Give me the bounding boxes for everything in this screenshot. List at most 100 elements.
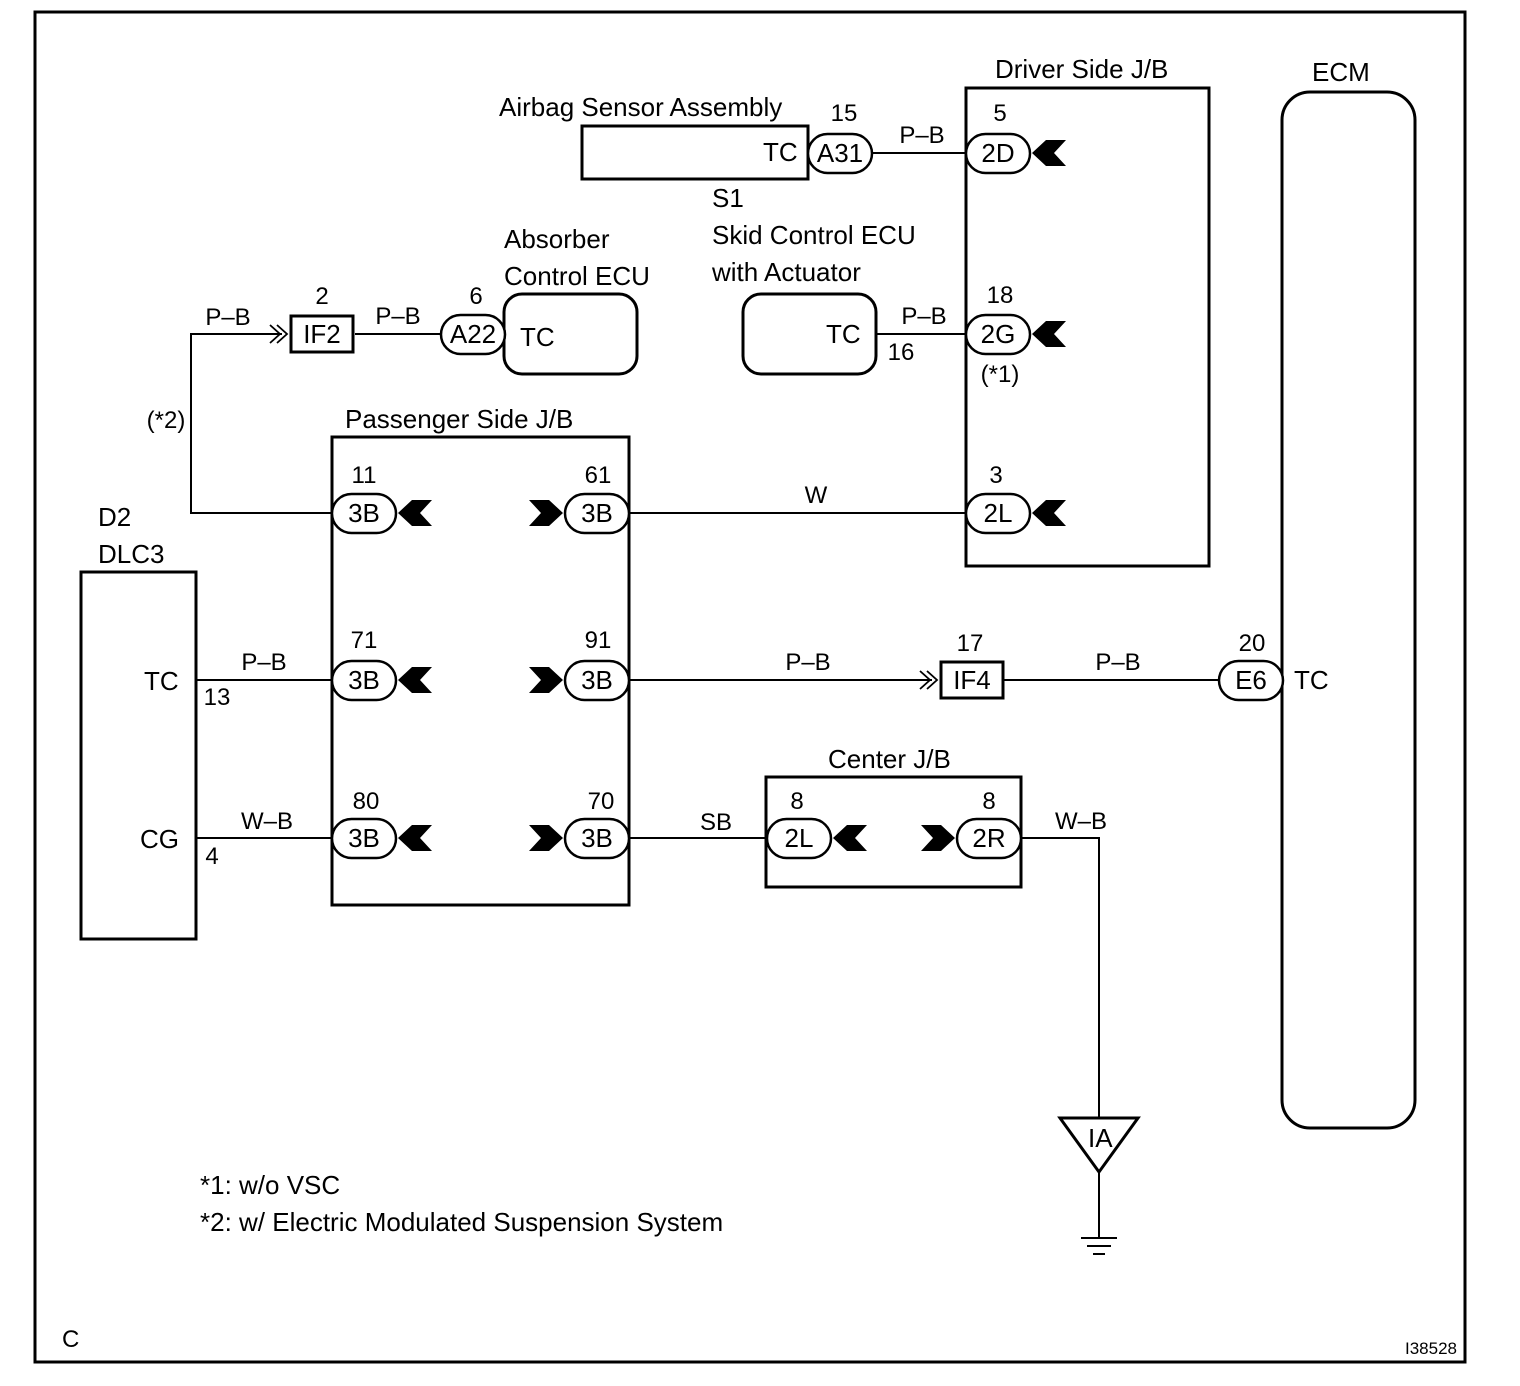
connector-code: 3B: [581, 665, 613, 695]
dlc3-id: D2: [98, 502, 131, 532]
driver-jb-name: Driver Side J/B: [995, 54, 1168, 84]
pin-number: 8: [790, 788, 803, 815]
jb-arrow: [833, 825, 867, 851]
skid-ecu-id: S1: [712, 183, 744, 213]
footnote-2: *2: w/ Electric Modulated Suspension Sys…: [200, 1207, 723, 1237]
pin-number: 11: [352, 462, 377, 489]
footnote-1: *1: w/o VSC: [200, 1170, 340, 1200]
dlc3-box: [79, 570, 198, 941]
connector-if4: [939, 660, 1005, 700]
wire-color-label: P–B: [901, 303, 946, 330]
connector-code: 3B: [581, 498, 613, 528]
inline-chevron-if2: [269, 324, 289, 344]
connector-code: 3B: [348, 498, 380, 528]
connector-2l-driver: [964, 492, 1032, 535]
center-jb-name: Center J/B: [828, 744, 951, 774]
connector-code: A31: [817, 138, 863, 168]
connector-2r-center: [955, 817, 1023, 860]
wire-color-label: P–B: [241, 649, 286, 676]
connector-2d: [964, 132, 1032, 175]
connector-code: 2R: [972, 823, 1005, 853]
jb-arrow: [529, 825, 563, 851]
wire-branch-note: (*2): [147, 407, 186, 434]
connector-3b-91: [563, 659, 631, 702]
connector-code: 3B: [348, 665, 380, 695]
pin-number: 13: [204, 684, 231, 711]
passenger-jb-name: Passenger Side J/B: [345, 404, 573, 434]
connector-code: 3B: [348, 823, 380, 853]
connector-3b-71: [330, 659, 398, 702]
skid-ecu-box: [741, 292, 878, 376]
connector-a22: [439, 313, 507, 356]
jb-arrow: [1032, 321, 1066, 347]
connector-code: 2L: [785, 823, 814, 853]
ecm-box: [1280, 90, 1417, 1130]
wire-color-label: P–B: [375, 303, 420, 330]
connector-3b-61: [563, 492, 631, 535]
connector-code: IF4: [953, 665, 991, 695]
wire-color-label: P–B: [205, 304, 250, 331]
pin-number: 17: [957, 630, 984, 657]
jb-arrow: [529, 500, 563, 526]
pin-number: 61: [585, 462, 612, 489]
corner-letter: C: [62, 1326, 79, 1353]
connector-3b-70: [563, 817, 631, 860]
connector-3b-11: [330, 492, 398, 535]
wire-color-label: P–B: [1095, 649, 1140, 676]
airbag-sensor-terminal: TC: [763, 137, 798, 167]
pin-number: 91: [585, 627, 612, 654]
inline-chevron-if4: [919, 670, 939, 690]
dlc3-terminal-cg: CG: [140, 824, 179, 854]
jb-arrow: [529, 667, 563, 693]
connector-2g: [964, 313, 1032, 356]
ground-icon: [1081, 1237, 1117, 1255]
connector-3b-80: [330, 817, 398, 860]
ecm-name: ECM: [1312, 57, 1370, 87]
connector-note: (*1): [981, 361, 1020, 388]
absorber-ecu-name-2: Control ECU: [504, 261, 650, 291]
dlc3-terminal-tc: TC: [144, 666, 179, 696]
connector-code: 2G: [981, 319, 1016, 349]
wire-color-label: W–B: [241, 808, 293, 835]
diagram-frame: [33, 10, 1467, 1364]
connector-code: 3B: [581, 823, 613, 853]
pin-number: 70: [588, 788, 615, 815]
skid-ecu-terminal: TC: [826, 319, 861, 349]
wire-color-label: SB: [700, 809, 732, 836]
connector-code: E6: [1235, 665, 1267, 695]
pin-number: 71: [351, 627, 378, 654]
figure-code: I38528: [1405, 1339, 1457, 1358]
ground-label: IA: [1088, 1123, 1113, 1153]
wire-color-label: P–B: [899, 122, 944, 149]
connector-a31: [806, 132, 874, 175]
pin-number: 3: [989, 462, 1002, 489]
jb-arrow: [398, 500, 432, 526]
wire-color-label: W–B: [1055, 808, 1107, 835]
pin-number: 8: [982, 788, 995, 815]
skid-ecu-name-1: Skid Control ECU: [712, 220, 916, 250]
pin-number: 20: [1239, 630, 1266, 657]
pin-number: 16: [888, 339, 915, 366]
wire-star2-branch: [190, 333, 332, 514]
connector-code: 2D: [981, 138, 1014, 168]
pin-number: 2: [315, 283, 328, 310]
connector-code: A22: [450, 319, 496, 349]
wire-color-label: W: [805, 482, 828, 509]
connector-if2: [289, 314, 355, 354]
absorber-ecu-name-1: Absorber: [504, 224, 610, 254]
jb-arrow: [921, 825, 955, 851]
pin-number: 80: [353, 788, 380, 815]
ground-triangle: [1057, 1116, 1141, 1175]
wire-color-label: P–B: [785, 649, 830, 676]
jb-arrow: [398, 825, 432, 851]
pin-number: 6: [469, 283, 482, 310]
absorber-ecu-terminal: TC: [520, 322, 555, 352]
airbag-sensor-name: Airbag Sensor Assembly: [499, 92, 782, 122]
ecm-terminal: TC: [1294, 665, 1329, 695]
jb-arrow: [398, 667, 432, 693]
connector-e6: [1217, 659, 1285, 702]
wire-center-ground: [1021, 837, 1100, 1118]
jb-arrow: [1032, 140, 1066, 166]
connector-code: 2L: [984, 498, 1013, 528]
